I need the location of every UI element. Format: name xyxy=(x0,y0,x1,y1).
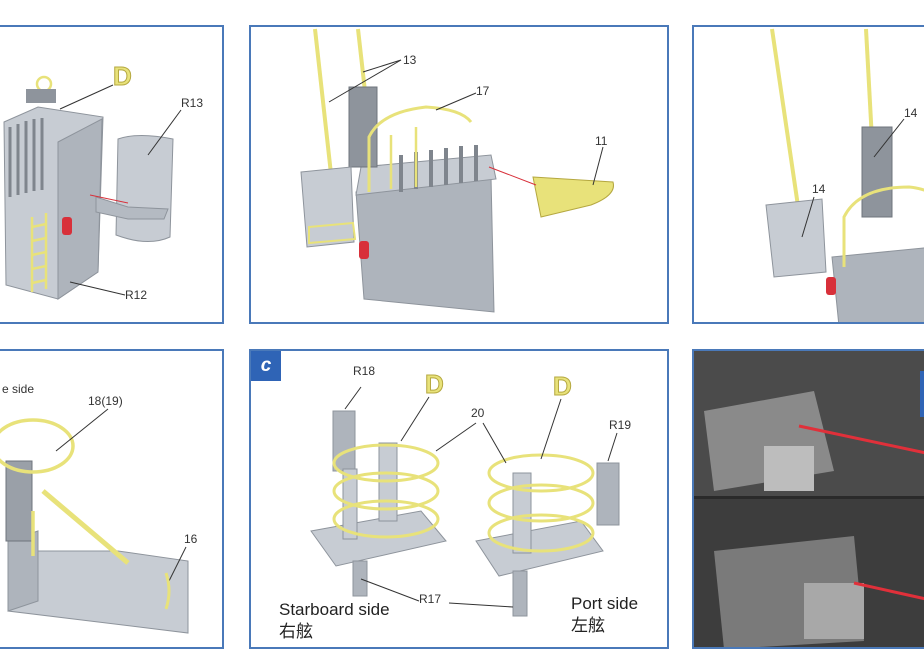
panel-5-drawing: R18 D 20 D R19 R17 Starboard side 右舷 Por… xyxy=(279,364,638,641)
label-14a: 14 xyxy=(812,182,826,196)
leader-r17b xyxy=(448,602,514,608)
ring-18 xyxy=(0,418,75,474)
label-port: Port side xyxy=(571,594,638,613)
photo-bottom-block xyxy=(804,583,864,639)
bin-strap xyxy=(308,221,357,245)
part-r18 xyxy=(332,410,356,472)
leader-20a xyxy=(435,422,477,452)
assembly-panel-3: 14 14 xyxy=(692,25,924,324)
assembly-panel-5: c R18 D 20 D xyxy=(249,349,669,649)
leader-14a xyxy=(801,196,815,238)
panel-3-drawing: 14 14 xyxy=(765,28,924,322)
label-20: 20 xyxy=(471,406,485,420)
label-13: 13 xyxy=(403,53,417,67)
leader-r19 xyxy=(607,432,618,462)
leader-r18 xyxy=(344,386,362,410)
leader-13b xyxy=(362,59,402,73)
d-part-wheel xyxy=(35,75,53,93)
bridge-ribs xyxy=(8,118,44,197)
r13-bracket xyxy=(95,196,169,220)
label-port-jp: 左舷 xyxy=(571,616,605,635)
leader-d1 xyxy=(400,396,430,442)
railing xyxy=(842,185,924,267)
label-11: 11 xyxy=(595,134,608,148)
cage-20-starboard xyxy=(332,443,440,539)
tower xyxy=(861,126,893,218)
label-d1: D xyxy=(425,369,444,399)
cage-20-port xyxy=(487,453,595,553)
panel-4-drawing: e side 18(19) 16 xyxy=(0,382,198,634)
photo-arrow-bottom xyxy=(853,581,924,601)
alignment-line xyxy=(89,194,129,204)
leader-17 xyxy=(435,92,477,111)
label-r12: R12 xyxy=(125,288,147,302)
bridge-side xyxy=(57,118,103,300)
leader-r12 xyxy=(69,281,126,296)
leader-16 xyxy=(167,546,187,584)
mast-13-left xyxy=(313,28,335,193)
assembly-panel-1: D R13 R12 xyxy=(0,25,224,324)
alignment-line xyxy=(488,166,537,186)
leader-13a xyxy=(328,59,402,103)
leader-20b xyxy=(482,422,507,464)
leader-11 xyxy=(592,146,604,186)
part-16 xyxy=(164,572,171,610)
label-side: e side xyxy=(2,382,34,396)
label-18-19: 18(19) xyxy=(88,394,123,408)
label-r18: R18 xyxy=(353,364,375,378)
label-14b: 14 xyxy=(904,106,918,120)
d-part-mount xyxy=(26,89,56,103)
part-r13 xyxy=(115,135,174,242)
label-d: D xyxy=(113,61,132,91)
reference-photo-icon xyxy=(694,351,924,647)
starboard-stem xyxy=(352,560,368,597)
red-marker xyxy=(826,277,836,295)
label-d2: D xyxy=(553,371,572,401)
side-bin xyxy=(765,198,827,278)
part-11 xyxy=(532,176,615,218)
support-rail xyxy=(41,489,130,565)
leader-r13 xyxy=(147,109,182,156)
leader-r17a xyxy=(360,578,420,602)
label-starboard: Starboard side xyxy=(279,600,390,619)
gun-post xyxy=(5,460,33,542)
port-base xyxy=(475,520,604,577)
part-r19 xyxy=(596,462,620,526)
assembly-panel-4: e side 18(19) 16 xyxy=(0,349,224,649)
bridge-body xyxy=(831,247,924,322)
photo-arrow-top xyxy=(798,424,924,455)
assembly-panel-2: 13 17 11 xyxy=(249,25,669,324)
leader-18 xyxy=(55,408,109,452)
photo-top-block xyxy=(764,446,814,491)
label-starboard-jp: 右舷 xyxy=(279,622,313,641)
leader-14b xyxy=(873,118,905,158)
red-marker xyxy=(62,217,72,235)
panel-1-drawing: D R13 R12 xyxy=(3,61,203,302)
label-17: 17 xyxy=(476,84,490,98)
railing-17 xyxy=(367,105,473,192)
leader-d xyxy=(59,84,114,110)
reference-photo-panel xyxy=(692,349,924,649)
ladder-photoetch xyxy=(30,213,48,292)
leader-d2 xyxy=(540,398,562,460)
label-r13: R13 xyxy=(181,96,203,110)
tower xyxy=(348,86,378,168)
bridge-body xyxy=(355,176,495,313)
label-16: 16 xyxy=(184,532,198,546)
port-stem xyxy=(512,570,528,617)
label-r17: R17 xyxy=(419,592,441,606)
red-marker xyxy=(359,241,369,259)
photo-tab xyxy=(920,371,924,417)
panel-2-drawing: 13 17 11 xyxy=(300,28,615,313)
port-gun xyxy=(512,472,532,554)
step-tag: c xyxy=(251,351,281,381)
label-r19: R19 xyxy=(609,418,631,432)
